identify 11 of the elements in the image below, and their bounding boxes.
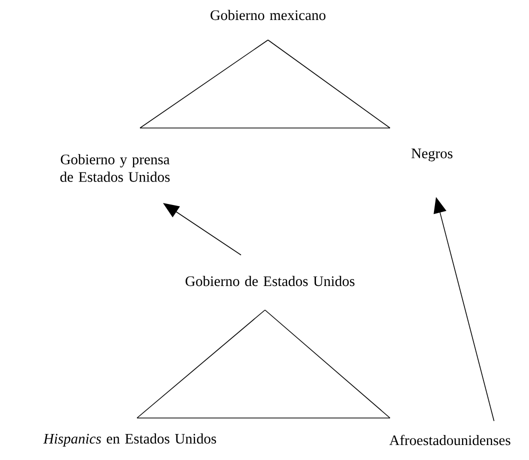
triangle-side (264, 310, 390, 418)
concept-label: Gobierno mexicano (210, 10, 326, 20)
concept-label: Gobierno y prensa de Estados Unidos (60, 154, 170, 182)
concept-label: Gobierno de Estados Unidos (186, 276, 354, 286)
triangle-side (268, 40, 390, 128)
concept-label: Negros (412, 148, 452, 162)
concept-label: Afroestadounidenses (389, 434, 510, 446)
arrow (163, 203, 242, 256)
triangle-side (140, 40, 268, 128)
triangle-side (136, 310, 266, 418)
concept-label: Hispanics en Estados Unidos (43, 433, 216, 447)
